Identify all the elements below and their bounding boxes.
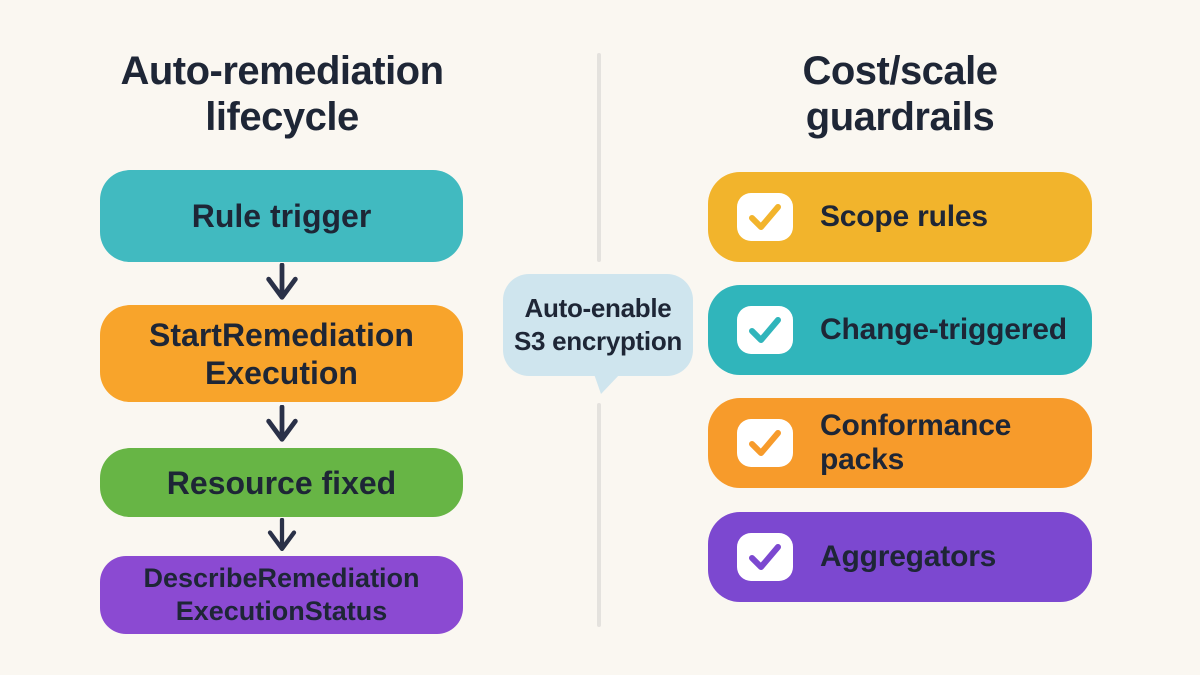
checkbox-checked-icon <box>737 533 793 581</box>
divider-line-bottom <box>597 403 601 627</box>
checklist-item-conformance-packs: Conformance packs <box>708 398 1092 488</box>
arrow-down-icon <box>267 518 297 551</box>
checklist-item-change-triggered: Change-triggered <box>708 285 1092 375</box>
right-column-title: Cost/scale guardrails <box>708 48 1092 140</box>
title-line: lifecycle <box>205 95 359 139</box>
callout-line: S3 encryption <box>513 326 683 356</box>
speech-bubble: Auto-enable S3 encryption <box>503 274 693 376</box>
step-label: Resource fixed <box>166 464 397 501</box>
step-label: ExecutionStatus <box>175 596 388 626</box>
step-label: StartRemediation <box>149 316 414 353</box>
step-label: Rule trigger <box>191 198 372 234</box>
checklist-label: Scope rules <box>820 200 988 233</box>
callout-line: Auto-enable <box>524 293 672 323</box>
title-line: Cost/scale <box>802 49 998 93</box>
arrow-down-icon <box>266 263 298 300</box>
flow-step-describe-remediation-execution-status: DescribeRemediation ExecutionStatus <box>100 556 463 634</box>
speech-bubble-tail <box>594 374 620 394</box>
checkbox-checked-icon <box>737 193 793 241</box>
checklist-label: Conformance packs <box>820 409 1012 476</box>
checklist-item-scope-rules: Scope rules <box>708 172 1092 262</box>
title-line: guardrails <box>805 95 995 139</box>
divider-line-top <box>597 53 601 262</box>
checklist-label: Aggregators <box>820 540 997 573</box>
step-label: Execution <box>205 354 358 391</box>
flow-step-resource-fixed: Resource fixed <box>100 448 463 517</box>
checklist-item-aggregators: Aggregators <box>708 512 1092 602</box>
flow-step-start-remediation-execution: StartRemediation Execution <box>100 305 463 402</box>
title-line: Auto-remediation <box>120 49 444 93</box>
flow-step-rule-trigger: Rule trigger <box>100 170 463 262</box>
step-label: DescribeRemediation <box>143 563 420 593</box>
checklist-label: Change-triggered <box>820 313 1067 346</box>
arrow-down-icon <box>266 405 298 442</box>
left-column-title: Auto-remediation lifecycle <box>82 48 482 140</box>
checkbox-checked-icon <box>737 419 793 467</box>
checkbox-checked-icon <box>737 306 793 354</box>
